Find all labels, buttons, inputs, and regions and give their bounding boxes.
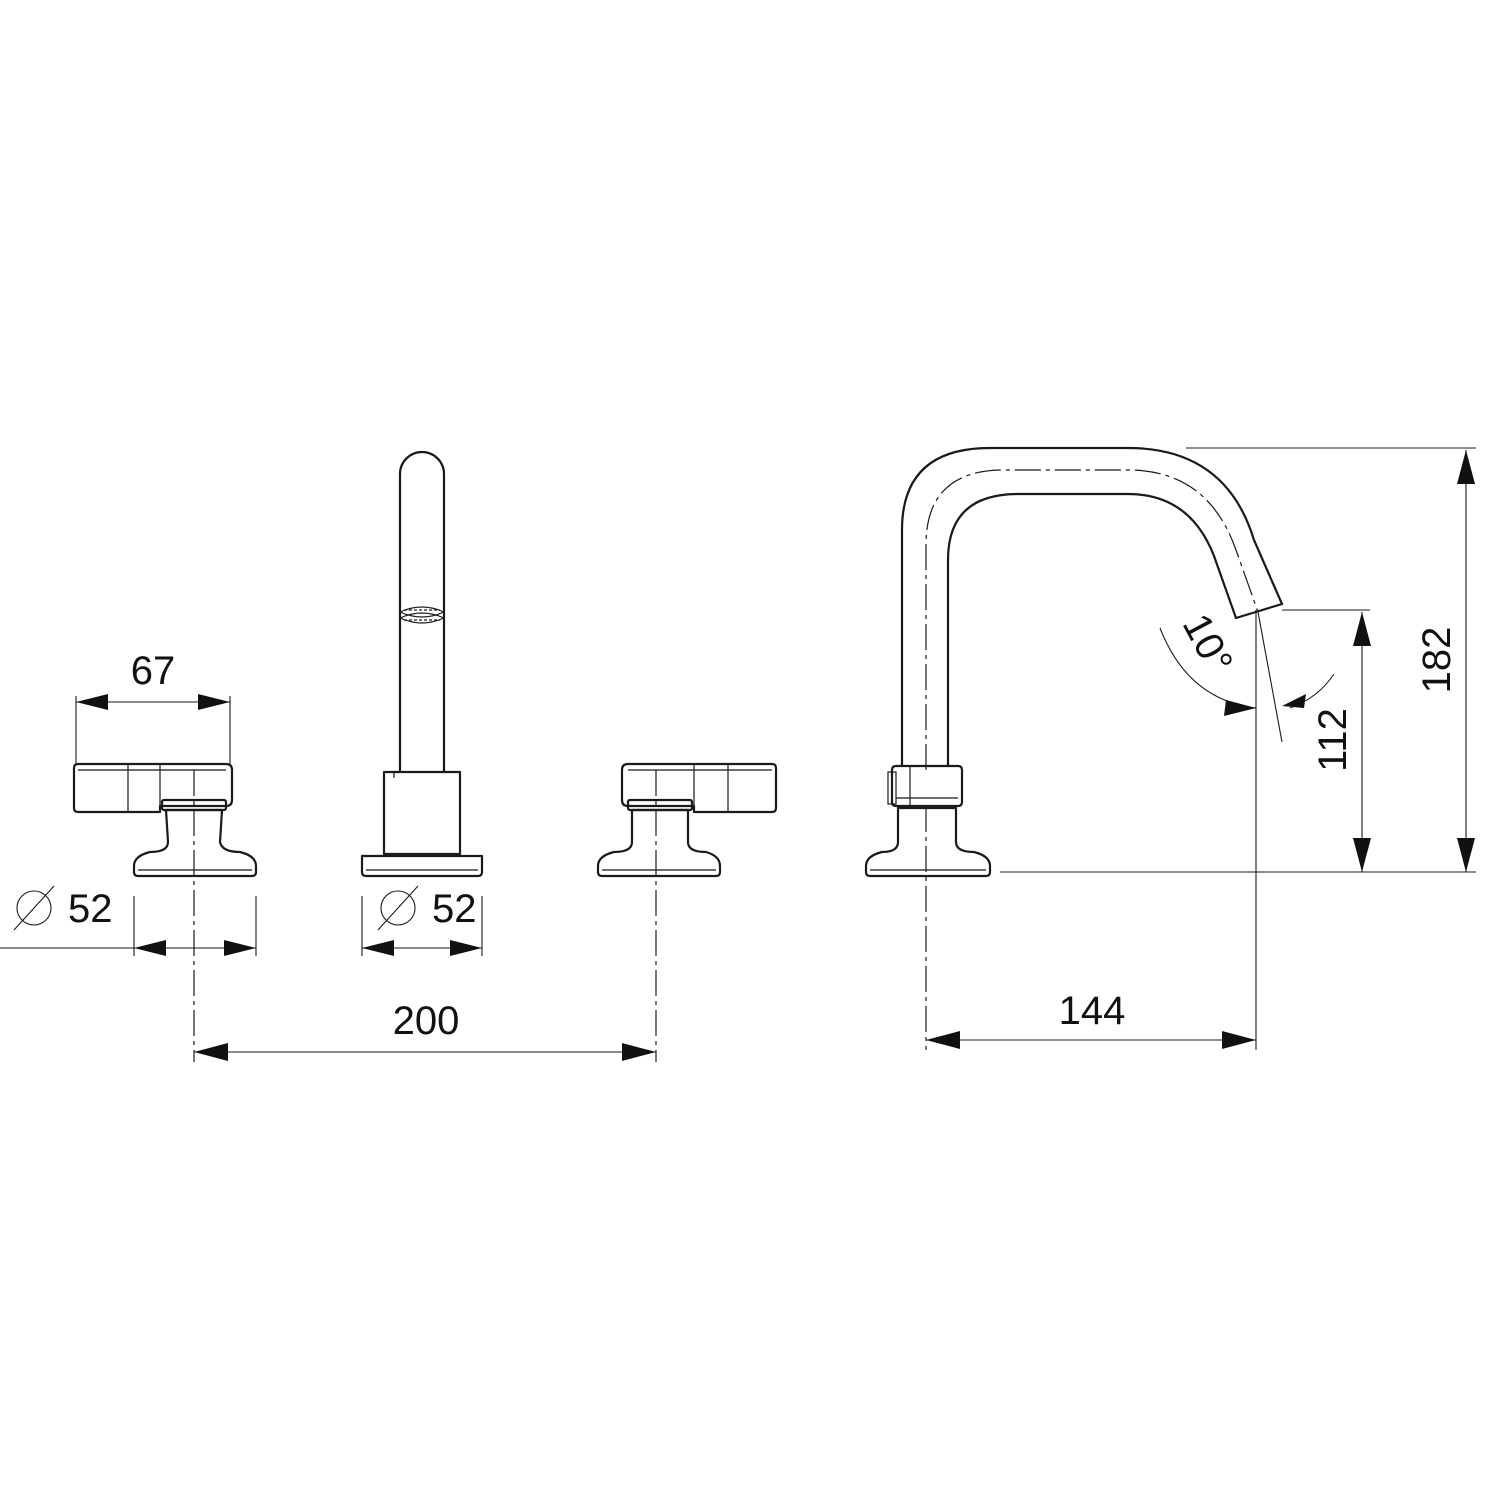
dim-left-base-diameter-label: 52 <box>68 887 113 931</box>
dim-spout-angle: 10° <box>1159 607 1335 743</box>
spout-collar <box>890 764 964 808</box>
spout-base-plate <box>360 854 484 878</box>
spout-front-view <box>360 450 484 878</box>
dim-handle-spacing-label: 200 <box>393 999 460 1043</box>
left-handle-body <box>132 808 258 878</box>
spout-body-block <box>382 770 462 856</box>
dim-spout-reach-label: 144 <box>1059 989 1126 1033</box>
diameter-symbol-icon <box>377 885 419 931</box>
dim-handle-width-label: 67 <box>131 649 176 693</box>
left-handle-assembly <box>72 762 258 1062</box>
spout-tube-front <box>398 450 446 774</box>
spout-side-view <box>864 446 1284 1050</box>
dim-total-height-label: 182 <box>1415 627 1459 694</box>
dim-left-base-diameter: 52 <box>0 885 257 956</box>
dim-spout-base-diameter: 52 <box>361 885 483 956</box>
dim-total-height: 182 <box>1186 447 1476 872</box>
dim-outlet-height-label: 112 <box>1311 708 1355 772</box>
diameter-symbol-icon <box>13 885 55 931</box>
spout-tube-inner <box>946 492 1238 768</box>
dim-handle-spacing: 200 <box>194 999 656 1061</box>
spout-tube-outer <box>900 446 1284 768</box>
right-handle-assembly <box>596 762 778 1062</box>
dim-spout-reach: 144 <box>926 610 1257 1050</box>
right-handle-body <box>596 808 722 878</box>
dim-handle-width: 67 <box>75 649 231 764</box>
right-handle-lever <box>620 762 778 814</box>
dim-spout-base-diameter-label: 52 <box>432 887 477 931</box>
spout-side-body <box>864 806 992 878</box>
aerator-icon <box>399 606 445 624</box>
left-handle-lever <box>72 762 234 814</box>
spout-nozzle-tip <box>1234 602 1284 620</box>
dim-outlet-height: 112 <box>1000 609 1476 873</box>
